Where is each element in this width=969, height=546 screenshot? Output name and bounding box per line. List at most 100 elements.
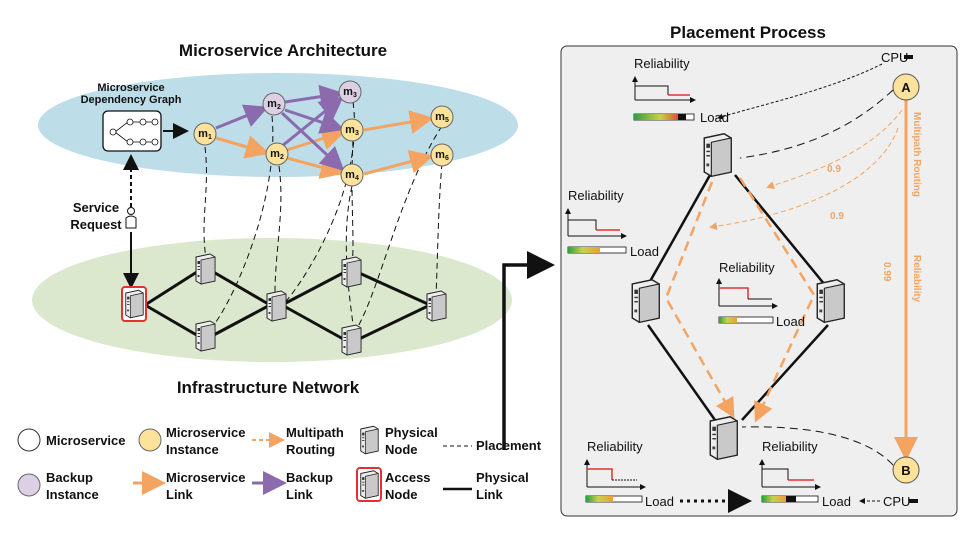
svg-text:m: m (345, 169, 355, 181)
svg-text:m: m (267, 98, 277, 110)
legend-access-node-1: Access (385, 470, 431, 485)
service-request-label-2: Request (70, 217, 122, 232)
reliability-label-3: Reliability (719, 260, 775, 275)
backup-node-m2: m 2 (262, 92, 286, 116)
server-bottom (709, 416, 738, 460)
svg-text:m: m (198, 128, 208, 140)
microservice-node-m6: m 6 (430, 143, 454, 167)
legend-multipath-1: Multipath (286, 425, 344, 440)
physical-node-3 (266, 290, 287, 322)
load-label-2: Load (630, 244, 659, 259)
svg-text:1: 1 (208, 134, 212, 141)
architecture-title: Microservice Architecture (179, 41, 387, 60)
placement-process-title: Placement Process (670, 23, 826, 42)
legend-backup-1: Backup (46, 470, 93, 485)
svg-text:m: m (343, 86, 353, 98)
svg-text:B: B (901, 463, 910, 478)
physical-node-6 (426, 290, 447, 322)
routing-arrows (709, 109, 903, 231)
value-09-a: 0.9 (827, 164, 841, 175)
svg-text:2: 2 (280, 154, 284, 161)
legend-physical-link-1: Physical (476, 470, 529, 485)
microservice-node-m5: m 5 (430, 105, 454, 129)
legend-multipath-2: Routing (286, 442, 335, 457)
multipath-routing-vertical: Multipath Routing (911, 112, 922, 197)
svg-text:m: m (435, 149, 445, 161)
legend: Microservice Microservice Instance Multi… (17, 425, 542, 502)
placement-a (739, 89, 894, 159)
reliability-label-4: Reliability (587, 439, 643, 454)
infrastructure-title: Infrastructure Network (177, 378, 360, 397)
legend-physical-node-1: Physical (385, 425, 438, 440)
reliability-label-5: Reliability (762, 439, 818, 454)
cpu-arrow-top (717, 63, 883, 120)
dependency-graph-box (102, 110, 162, 152)
reliability-chart-bottom-right: Reliability Load (759, 439, 851, 509)
value-09-b: 0.9 (830, 211, 844, 222)
reliability-label-1: Reliability (634, 56, 690, 71)
node-b: B (892, 456, 920, 484)
legend-microservice: Microservice (46, 433, 126, 448)
load-label-5: Load (822, 494, 851, 509)
legend-physical-node-2: Node (385, 442, 418, 457)
svg-text:6: 6 (445, 155, 449, 162)
reliability-vertical: Reliability (911, 255, 922, 303)
service-request-label-1: Service (73, 200, 119, 215)
access-node (121, 286, 147, 322)
value-099: 0.99 (881, 262, 892, 282)
load-label-3: Load (776, 314, 805, 329)
cpu-bar-top (904, 55, 913, 59)
svg-text:m: m (345, 124, 355, 136)
cpu-bar-bottom (909, 499, 918, 503)
svg-text:3: 3 (353, 92, 357, 99)
physical-node-2 (195, 320, 216, 352)
reliability-chart-center: Reliability Load (716, 260, 805, 329)
placement-b (741, 426, 894, 466)
legend-physical-link-2: Link (476, 487, 503, 502)
backup-node-m3: m 3 (338, 80, 362, 104)
legend-backup-link-2: Link (286, 487, 313, 502)
legend-backup-link-1: Backup (286, 470, 333, 485)
legend-microservice-icon (17, 428, 41, 452)
dependency-graph-label-1: Microservice (97, 82, 164, 94)
cpu-label-top: CPU (881, 50, 908, 65)
legend-placement: Placement (476, 438, 542, 453)
dependency-graph-label-2: Dependency Graph (81, 94, 182, 106)
reliability-chart-top: Reliability Load (632, 56, 729, 125)
svg-text:3: 3 (355, 130, 359, 137)
legend-backup-icon (17, 473, 41, 497)
placement-panel (560, 45, 958, 517)
svg-text:2: 2 (277, 104, 281, 111)
server-top (703, 133, 732, 177)
legend-instance-icon (138, 428, 162, 452)
server-right (816, 279, 845, 323)
load-label-1: Load (700, 110, 729, 125)
load-label-4: Load (645, 494, 674, 509)
server-left (631, 279, 660, 323)
legend-ms-link-2: Link (166, 487, 193, 502)
node-a: A (892, 73, 920, 101)
physical-node-5 (341, 324, 362, 356)
cpu-label-bottom: CPU (883, 494, 910, 509)
svg-text:4: 4 (355, 175, 359, 182)
to-placement-arrow (502, 251, 555, 450)
microservice-node-m3: m 3 (340, 118, 364, 142)
legend-access-node-2: Node (385, 487, 418, 502)
user-icon (125, 207, 137, 229)
microservice-node-m1: m 1 (193, 122, 217, 146)
svg-text:m: m (435, 111, 445, 123)
microservice-links (215, 84, 434, 179)
svg-text:5: 5 (445, 117, 449, 124)
legend-physical-node-icon (360, 425, 379, 455)
microservice-node-m4: m 4 (340, 163, 364, 187)
legend-backup-2: Instance (46, 487, 99, 502)
legend-ms-link-1: Microservice (166, 470, 246, 485)
reliability-chart-bottom-left: Reliability Load (584, 439, 674, 509)
svg-text:A: A (901, 80, 911, 95)
physical-links-left (144, 268, 431, 342)
svg-text:m: m (270, 148, 280, 160)
microservice-node-m2: m 2 (265, 142, 289, 166)
multipath-routes (664, 177, 816, 423)
reliability-chart-left: Reliability Load (565, 188, 659, 259)
